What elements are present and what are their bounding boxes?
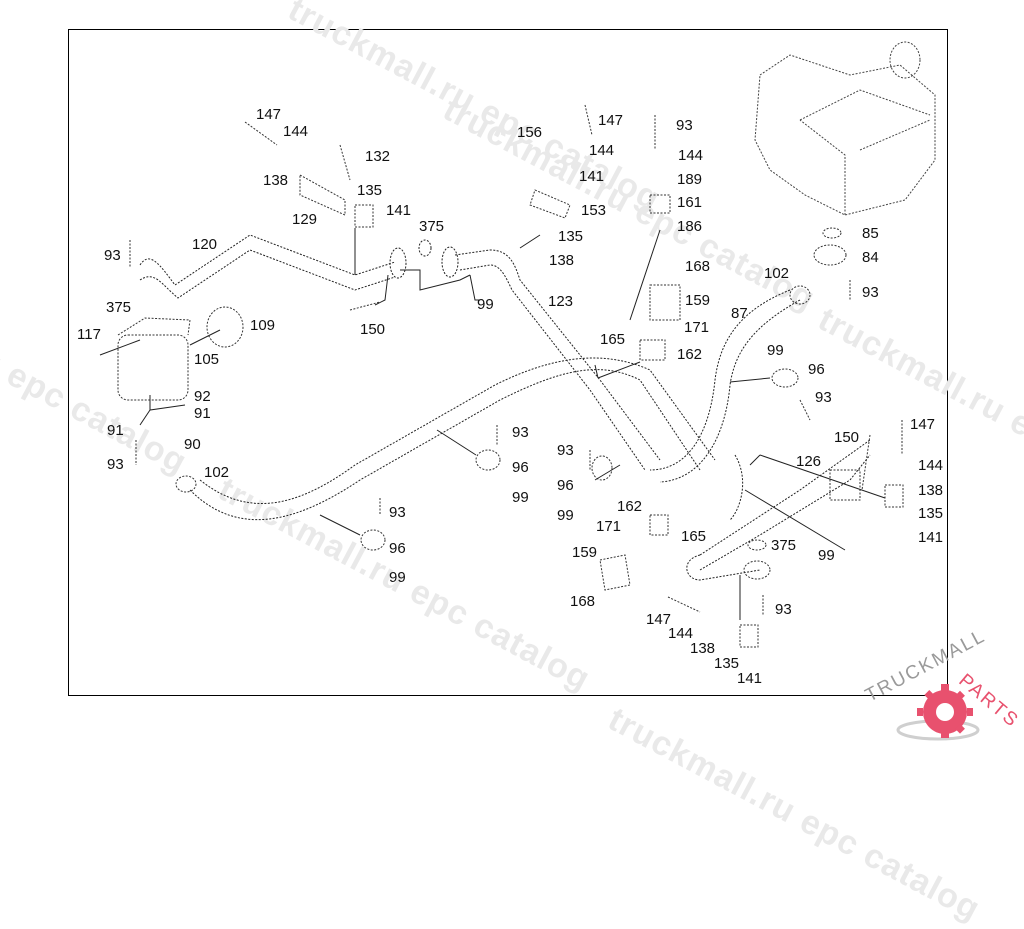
pipe-126 <box>699 439 871 556</box>
callout-186[interactable]: 186 <box>677 218 703 235</box>
callout-162[interactable]: 162 <box>617 498 643 515</box>
callout-147[interactable]: 147 <box>256 106 282 123</box>
callout-102[interactable]: 102 <box>764 265 790 282</box>
callout-168[interactable]: 168 <box>570 593 596 610</box>
callout-141[interactable]: 141 <box>386 202 412 219</box>
callout-99[interactable]: 99 <box>557 507 574 524</box>
callout-96[interactable]: 96 <box>389 540 406 557</box>
diagram-frame <box>68 29 948 696</box>
parts-diagram <box>99 41 936 648</box>
gear-icon <box>896 684 980 741</box>
callout-99[interactable]: 99 <box>818 547 835 564</box>
callout-161[interactable]: 161 <box>677 194 703 211</box>
truckmall-parts-logo: TRUCKMALL PARTS <box>850 626 1024 750</box>
clamps <box>175 174 904 648</box>
callout-189[interactable]: 189 <box>677 171 703 188</box>
callout-93[interactable]: 93 <box>862 284 879 301</box>
flange <box>441 246 459 278</box>
callout-156[interactable]: 156 <box>517 124 543 141</box>
callout-147[interactable]: 147 <box>598 112 624 129</box>
callout-147[interactable]: 147 <box>910 416 936 433</box>
callout-138[interactable]: 138 <box>549 252 575 269</box>
callout-135[interactable]: 135 <box>714 655 740 672</box>
callout-165[interactable]: 165 <box>600 331 626 348</box>
callout-99[interactable]: 99 <box>512 489 529 506</box>
callout-84[interactable]: 84 <box>862 249 879 266</box>
callout-96[interactable]: 96 <box>557 477 574 494</box>
callout-87[interactable]: 87 <box>731 305 748 322</box>
hose-lower <box>189 369 701 521</box>
callout-123[interactable]: 123 <box>548 293 574 310</box>
callout-144[interactable]: 144 <box>678 147 704 164</box>
callout-141[interactable]: 141 <box>579 168 605 185</box>
callout-375[interactable]: 375 <box>771 537 797 554</box>
callout-96[interactable]: 96 <box>512 459 529 476</box>
pipe-120 <box>139 234 396 286</box>
callout-102[interactable]: 102 <box>204 464 230 481</box>
callout-375[interactable]: 375 <box>106 299 132 316</box>
callout-144[interactable]: 144 <box>283 123 309 140</box>
callout-93[interactable]: 93 <box>104 247 121 264</box>
bolts <box>129 104 903 615</box>
callout-144[interactable]: 144 <box>668 625 694 642</box>
hose-87 <box>649 289 791 471</box>
callout-171[interactable]: 171 <box>596 518 622 535</box>
callout-375[interactable]: 375 <box>419 218 445 235</box>
callout-91[interactable]: 91 <box>107 422 124 439</box>
flange <box>389 247 407 279</box>
callout-162[interactable]: 162 <box>677 346 703 363</box>
callout-138[interactable]: 138 <box>263 172 289 189</box>
callout-91[interactable]: 91 <box>194 405 211 422</box>
callout-92[interactable]: 92 <box>194 388 211 405</box>
callout-93[interactable]: 93 <box>676 117 693 134</box>
callout-129[interactable]: 129 <box>292 211 318 228</box>
oil-cooler <box>117 306 244 401</box>
callout-159[interactable]: 159 <box>685 292 711 309</box>
callout-165[interactable]: 165 <box>681 528 707 545</box>
callout-150[interactable]: 150 <box>834 429 860 446</box>
callout-93[interactable]: 93 <box>389 504 406 521</box>
callout-141[interactable]: 141 <box>737 670 763 687</box>
callout-105[interactable]: 105 <box>194 351 220 368</box>
callout-93[interactable]: 93 <box>775 601 792 618</box>
callout-132[interactable]: 132 <box>365 148 391 165</box>
callout-153[interactable]: 153 <box>581 202 607 219</box>
callout-135[interactable]: 135 <box>558 228 584 245</box>
callout-99[interactable]: 99 <box>477 296 494 313</box>
callout-90[interactable]: 90 <box>184 436 201 453</box>
callout-109[interactable]: 109 <box>250 317 276 334</box>
callout-147[interactable]: 147 <box>646 611 672 628</box>
callout-159[interactable]: 159 <box>572 544 598 561</box>
callout-93[interactable]: 93 <box>107 456 124 473</box>
o-ring-375 <box>418 239 432 257</box>
callout-85[interactable]: 85 <box>862 225 879 242</box>
callout-96[interactable]: 96 <box>808 361 825 378</box>
callout-138[interactable]: 138 <box>690 640 716 657</box>
callout-141[interactable]: 141 <box>918 529 944 546</box>
pipe-123 <box>454 249 661 461</box>
callout-171[interactable]: 171 <box>684 319 710 336</box>
callout-135[interactable]: 135 <box>357 182 383 199</box>
callout-117[interactable]: 117 <box>77 326 101 343</box>
callout-144[interactable]: 144 <box>918 457 944 474</box>
callout-144[interactable]: 144 <box>589 142 615 159</box>
callout-99[interactable]: 99 <box>389 569 406 586</box>
callout-150[interactable]: 150 <box>360 321 386 338</box>
callout-135[interactable]: 135 <box>918 505 944 522</box>
callout-99[interactable]: 99 <box>767 342 784 359</box>
callout-168[interactable]: 168 <box>685 258 711 275</box>
callout-93[interactable]: 93 <box>815 389 832 406</box>
callout-138[interactable]: 138 <box>918 482 944 499</box>
callout-120[interactable]: 120 <box>192 236 218 253</box>
callout-126[interactable]: 126 <box>796 453 822 470</box>
callout-93[interactable]: 93 <box>512 424 529 441</box>
callout-93[interactable]: 93 <box>557 442 574 459</box>
oil-reservoir <box>754 41 936 216</box>
